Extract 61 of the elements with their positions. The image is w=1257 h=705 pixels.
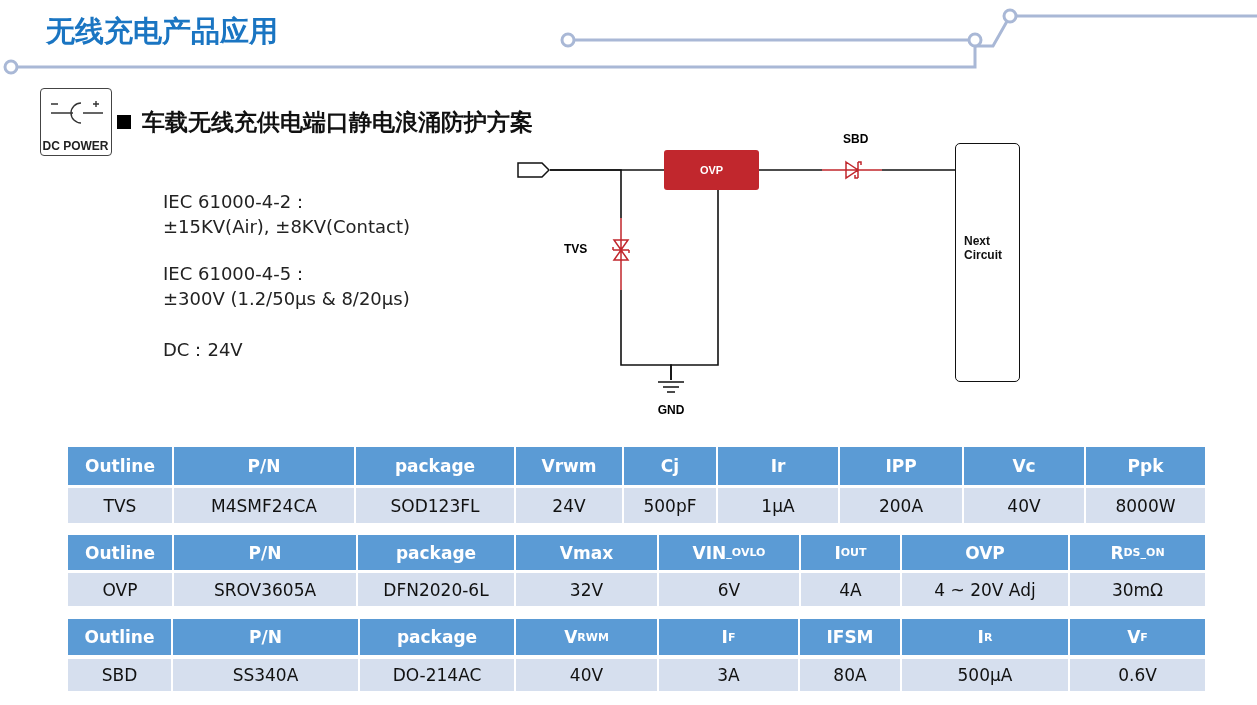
table-cell: 4A xyxy=(801,573,900,606)
table-header-cell: P/N xyxy=(174,535,356,570)
table-cell: SROV3605A xyxy=(174,573,356,606)
table-header-cell: Outline xyxy=(68,447,172,485)
table-header-cell: Outline xyxy=(68,535,172,570)
table-header-cell: Vc xyxy=(964,447,1084,485)
table-cell: 0.6V xyxy=(1070,659,1205,691)
table-header-cell: OVP xyxy=(902,535,1068,570)
table-cell: SOD123FL xyxy=(356,488,514,523)
table-cell: TVS xyxy=(68,488,172,523)
table-cell: DO-214AC xyxy=(360,659,514,691)
icon-caption: DC POWER xyxy=(41,139,110,153)
slide-title: 无线充电产品应用 xyxy=(46,14,278,49)
table-header-cell: P/N xyxy=(173,619,358,655)
spec-text: DC：24V xyxy=(163,338,243,362)
table-header-cell: IFSM xyxy=(800,619,900,655)
table-cell: 1μA xyxy=(718,488,838,523)
spec-text: IEC 61000-4-5： xyxy=(163,262,310,286)
component-label: SBD xyxy=(843,132,869,146)
wire xyxy=(758,169,823,171)
section-heading: 车载无线充供电端口静电浪涌防护方案 xyxy=(142,108,533,137)
table-cell: 6V xyxy=(659,573,799,606)
spec-text: IEC 61000-4-2： xyxy=(163,190,310,214)
table-header-cell: IPP xyxy=(840,447,962,485)
table-cell: 24V xyxy=(516,488,622,523)
table-cell: 40V xyxy=(964,488,1084,523)
table-header-cell: Ir xyxy=(718,447,838,485)
table-header-cell: Outline xyxy=(68,619,171,655)
table-cell: 32V xyxy=(516,573,657,606)
table-header-cell: Vmax xyxy=(516,535,657,570)
wire xyxy=(549,169,622,219)
table-cell: 80A xyxy=(800,659,900,691)
spec-text: ±15KV(Air), ±8KV(Contact) xyxy=(163,216,411,237)
table-header-cell: package xyxy=(356,447,514,485)
table-cell: 8000W xyxy=(1086,488,1205,523)
table-cell: OVP xyxy=(68,573,172,606)
ovp-box: OVP xyxy=(664,150,759,190)
wire xyxy=(670,189,719,381)
spec-text: ±300V (1.2/50μs & 8/20μs) xyxy=(163,288,410,309)
table-header-cell: Vrwm xyxy=(516,447,622,485)
table-cell: 500μA xyxy=(902,659,1068,691)
table-cell: 40V xyxy=(516,659,657,691)
table-cell: DFN2020-6L xyxy=(358,573,514,606)
table-cell: SBD xyxy=(68,659,171,691)
table-header-cell: package xyxy=(358,535,514,570)
circuit-box: Next Circuit xyxy=(955,143,1020,382)
table-cell: SS340A xyxy=(173,659,358,691)
component-label: GND xyxy=(656,403,686,417)
table-cell: 4 ~ 20V Adj xyxy=(902,573,1068,606)
table-cell: M4SMF24CA xyxy=(174,488,354,523)
table-header-cell: package xyxy=(360,619,514,655)
table-cell: 200A xyxy=(840,488,962,523)
table-cell: 500pF xyxy=(624,488,716,523)
dc-power-card xyxy=(40,88,112,156)
table-cell: 30mΩ xyxy=(1070,573,1205,606)
table-header-cell: Ppk xyxy=(1086,447,1205,485)
wire xyxy=(881,169,956,171)
table-header-cell: Cj xyxy=(624,447,716,485)
table-header-cell: P/N xyxy=(174,447,354,485)
component-label: TVS xyxy=(564,242,588,256)
table-cell: 3A xyxy=(659,659,798,691)
